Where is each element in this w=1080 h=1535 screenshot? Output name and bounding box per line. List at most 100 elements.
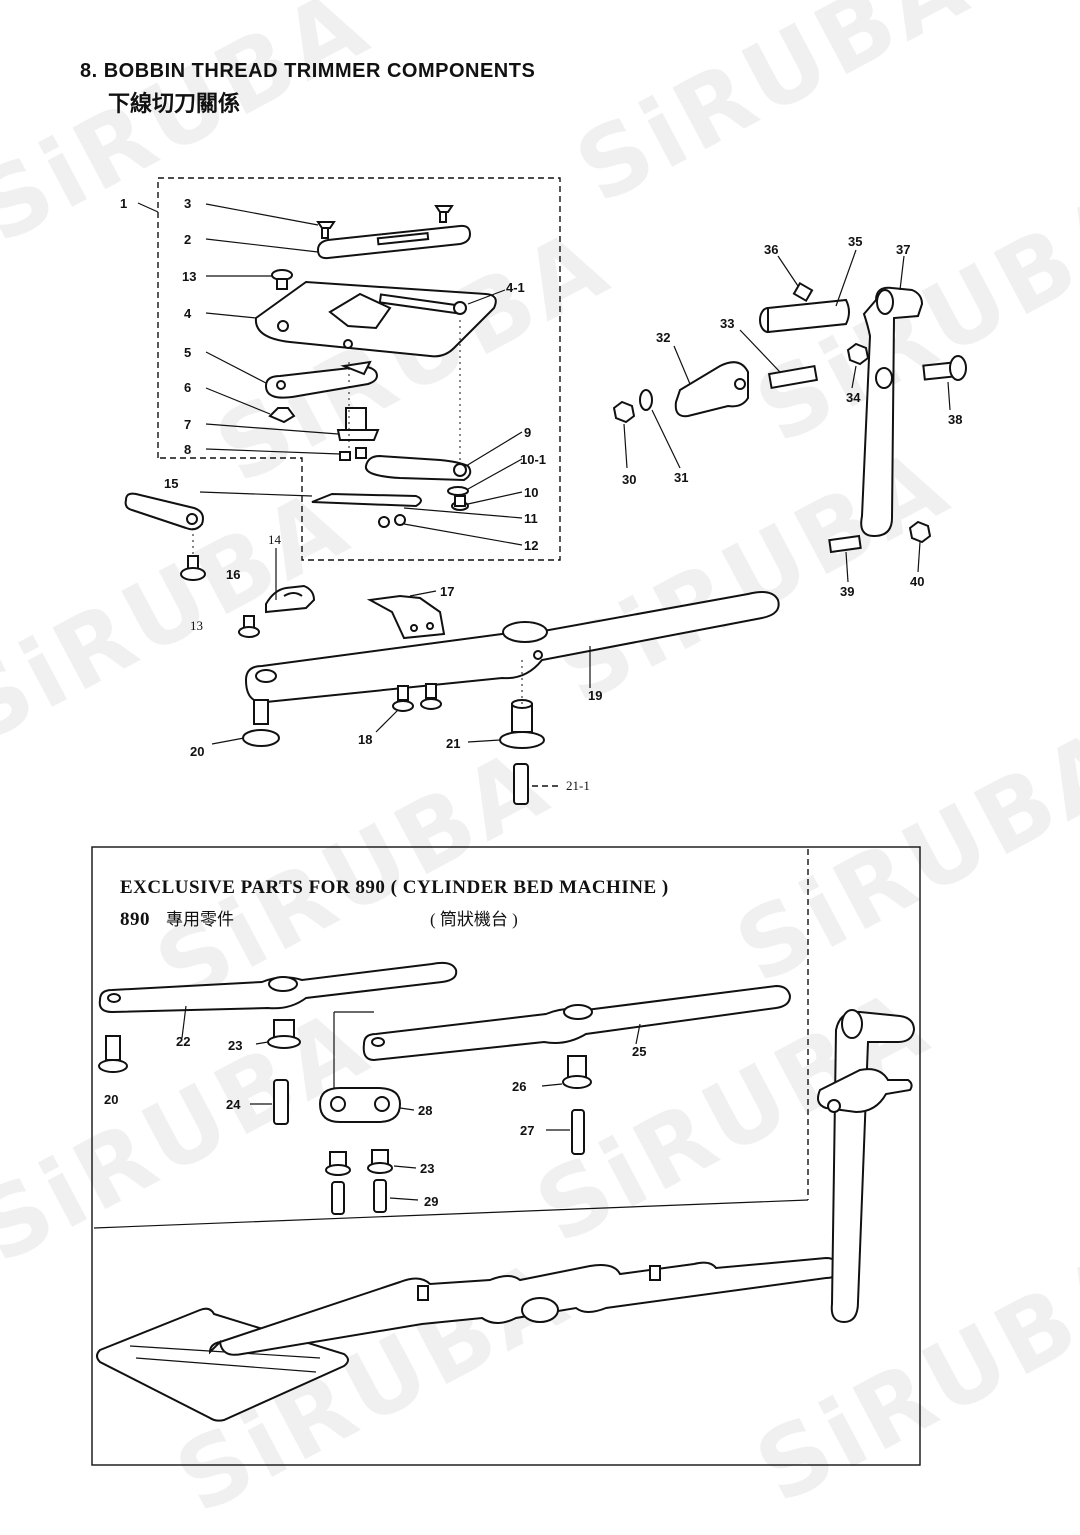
leader-22 [181, 1005, 187, 1039]
leader-36 [777, 255, 799, 287]
label-32: 32 [656, 330, 670, 345]
part-15-arm [124, 492, 204, 531]
leader-32 [673, 345, 691, 385]
part-27-bolt [571, 1109, 585, 1155]
label-27: 27 [520, 1123, 534, 1138]
part-20-stud-b [98, 1035, 128, 1073]
part-25-link [362, 984, 792, 1062]
part-20-stud [242, 699, 280, 747]
label-28: 28 [418, 1103, 432, 1118]
exclusive-title-zh: 專用零件 [166, 910, 234, 929]
part-23-collar [267, 1019, 301, 1049]
part-21-1-bolt [513, 763, 529, 805]
exclusive-model: 890 [120, 909, 150, 930]
assembly-1-outline [157, 177, 561, 561]
part-40-nut [908, 520, 932, 544]
leader-21 [467, 739, 501, 743]
label-11: 11 [524, 511, 538, 526]
label-6: 6 [184, 380, 191, 395]
label-4: 4 [184, 306, 192, 321]
part-24-bolt [273, 1079, 289, 1125]
leader-31 [651, 409, 681, 469]
label-3: 3 [184, 196, 191, 211]
part-6-washer [268, 407, 296, 424]
label-4-1: 4-1 [506, 280, 525, 295]
part-38-screw [922, 355, 967, 381]
label-5: 5 [184, 345, 191, 360]
leader-26 [541, 1083, 563, 1087]
part-3-screw-2 [434, 205, 454, 223]
part-8-screw [339, 447, 367, 461]
exclusive-title: EXCLUSIVE PARTS FOR 890 ( CYLINDER BED M… [120, 877, 669, 898]
part-10-screw [451, 495, 469, 511]
part-26-collar [562, 1055, 592, 1089]
label-36: 36 [764, 242, 778, 257]
part-39-pin [828, 534, 862, 554]
label-35: 35 [848, 234, 862, 249]
label-22: 22 [176, 1034, 190, 1049]
part-35-shaft [759, 298, 850, 334]
leader-38 [947, 381, 951, 411]
label-15: 15 [164, 476, 178, 491]
leader-20 [211, 737, 245, 745]
leader-4 [205, 312, 257, 319]
label-40: 40 [910, 574, 924, 589]
leader-7 [205, 423, 339, 435]
label-16: 16 [226, 567, 240, 582]
label-10: 10 [524, 485, 538, 500]
label-23: 23 [228, 1038, 242, 1053]
part-32-crank [674, 361, 749, 418]
label-30: 30 [622, 472, 636, 487]
leader-11 [403, 507, 523, 519]
leader-23 [255, 1041, 269, 1045]
part-22-link [98, 961, 458, 1014]
leader-30 [623, 423, 628, 469]
label-2: 2 [184, 232, 191, 247]
leader-3 [205, 203, 319, 226]
label-14: 14 [268, 532, 282, 547]
part-36-screw [792, 281, 814, 303]
leader-37 [899, 255, 905, 291]
leader-18 [375, 709, 399, 733]
label-29: 29 [424, 1194, 438, 1209]
cylinder-bed-assembly [96, 1009, 916, 1422]
label-23-b: 23 [420, 1161, 434, 1176]
label-34: 34 [846, 390, 861, 405]
part-23-collar-b [325, 1149, 393, 1176]
part-34-nut [846, 342, 870, 366]
part-3-screw [316, 221, 336, 239]
leader-2 [205, 238, 319, 253]
label-33: 33 [720, 316, 734, 331]
label-13-lower: 13 [190, 618, 203, 633]
part-29-bolt [331, 1179, 387, 1215]
leader-10-1 [467, 458, 523, 490]
leader-4-1 [467, 289, 506, 305]
part-9-lever [364, 454, 472, 482]
page-title: 8. BOBBIN THREAD TRIMMER COMPONENTS [80, 60, 536, 82]
part-18-screw [392, 683, 442, 712]
exclusive-parts-frame [91, 846, 921, 1466]
part-13-screw-lower [238, 615, 260, 638]
part-30-nut [612, 400, 636, 424]
part-16-screw [180, 555, 206, 581]
exclusive-inner-divider-h [93, 1199, 809, 1229]
label-24: 24 [226, 1097, 241, 1112]
leader-12 [403, 523, 523, 546]
label-39: 39 [840, 584, 854, 599]
label-31: 31 [674, 470, 688, 485]
part-7-plate [336, 407, 380, 441]
leader-5 [205, 351, 267, 384]
leader-35 [835, 249, 857, 307]
label-25: 25 [632, 1044, 646, 1059]
leader-28 [399, 1107, 415, 1111]
label-37: 37 [896, 242, 910, 257]
part-19-link [244, 591, 780, 704]
leader-17 [409, 590, 437, 597]
exclusive-title-zh-paren: ( 筒狀機台 ) [430, 910, 518, 929]
label-9: 9 [524, 425, 531, 440]
part-10-1-washer [447, 486, 469, 496]
label-7: 7 [184, 417, 191, 432]
label-12: 12 [524, 538, 538, 553]
part-12-screw [378, 514, 406, 528]
part-11-fixed-knife [311, 492, 422, 508]
